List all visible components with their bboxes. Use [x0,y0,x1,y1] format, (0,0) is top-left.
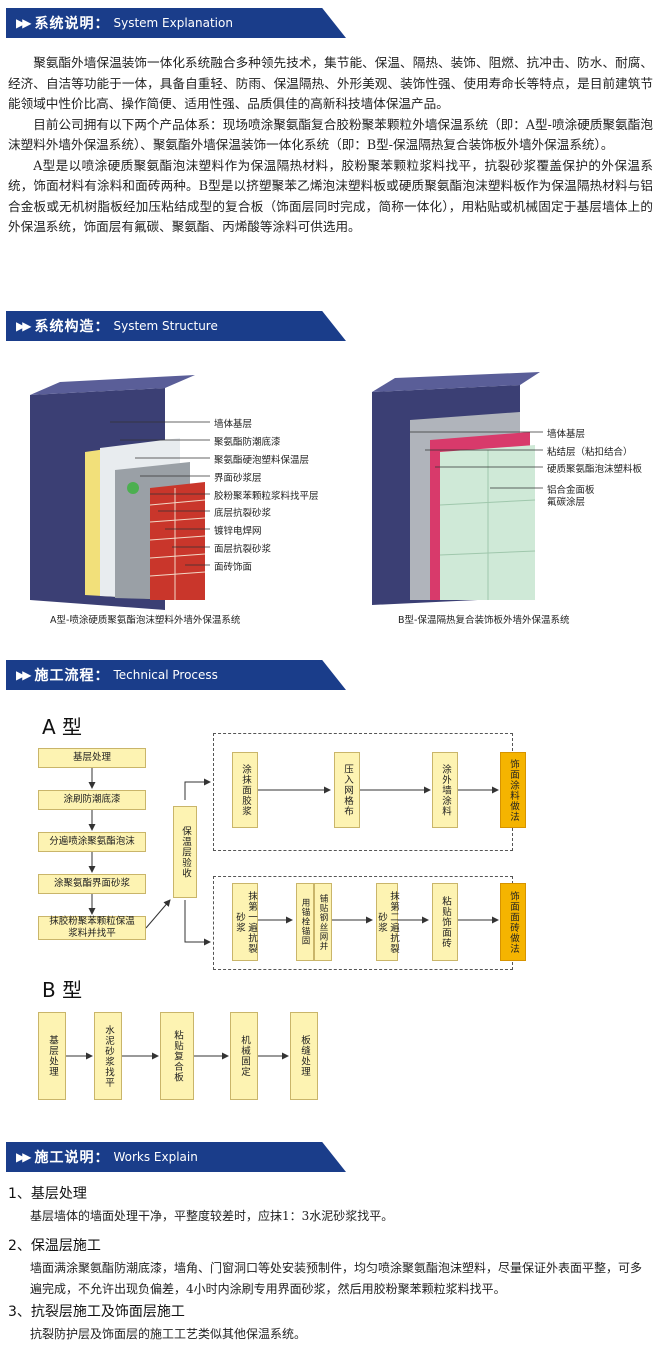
flow-step-a: 涂聚氨酯界面砂浆 [38,874,146,894]
flow-step-b: 机械固定 [230,1012,258,1100]
structure-a-label: 镀锌电焊网 [214,526,262,537]
double-arrow-icon: ▶▶ [16,668,32,682]
structure-a-label: 聚氨酯防潮底漆 [214,437,281,448]
section-banner-explanation: ▶▶ 系统说明： System Explanation [6,8,346,38]
intro-paragraph-1: 聚氨酯外墙保温装饰一体化系统融合多种领先技术，集节能、保温、隔热、装饰、阻燃、抗… [8,55,653,111]
flow-branch2-step: 铺贴钢丝网并 [314,883,332,961]
flow-step-b: 基层处理 [38,1012,66,1100]
works-heading-3: 3、抗裂层施工及饰面层施工 [8,1304,185,1320]
intro-text: 聚氨酯外墙保温装饰一体化系统融合多种领先技术，集节能、保温、隔热、装饰、阻燃、抗… [8,53,653,238]
works-paragraph-1: 基层墙体的墙面处理干净，平整度较差时，应抹1：3水泥砂浆找平。 [30,1209,394,1223]
flow-branch1-end: 饰面涂料做法 [500,752,526,828]
structure-a-label: 聚氨酯硬泡塑料保温层 [214,455,310,466]
banner-title: 施工说明： [34,1150,110,1166]
works-paragraph-3: 抗裂防护层及饰面层的施工工艺类似其他保温系统。 [30,1327,307,1341]
structure-b-label: 铝合金面板 [547,485,595,496]
structure-b-label: 硬质聚氨酯泡沫塑料板 [547,464,643,475]
flow-branch2-step: 粘贴饰面砖 [432,883,458,961]
banner-subtitle: Technical Process [113,668,218,682]
banner-subtitle: Works Explain [113,1150,198,1164]
flow-step-b: 水泥砂浆找平 [94,1012,122,1100]
flow-step-b: 粘贴复合板 [160,1012,194,1100]
structure-a-label: 面砖饰面 [214,562,253,573]
flow-branch2-end: 饰面面砖做法 [500,883,526,961]
branch-1-frame [213,733,513,851]
structure-a-label: 面层抗裂砂浆 [214,544,272,555]
structure-a-label: 界面砂浆层 [214,473,262,484]
flow-step-a: 涂刷防潮底漆 [38,790,146,810]
flow-check-box: 保温层验收 [173,806,197,898]
flow-branch1-step: 涂外墙涂料 [432,752,458,828]
flow-step-b: 板缝处理 [290,1012,318,1100]
double-arrow-icon: ▶▶ [16,1150,32,1164]
structure-a-label: 底层抗裂砂浆 [214,508,272,519]
structure-a-label: 胶粉聚苯颗粒浆料找平层 [214,491,319,502]
structure-b-label: 氟碳涂层 [547,497,586,508]
flow-branch2-step: 抹第一遍抗裂砂浆 [232,883,258,961]
double-arrow-icon: ▶▶ [16,16,32,30]
section-banner-structure: ▶▶ 系统构造： System Structure [6,311,346,341]
flow-step-a: 基层处理 [38,748,146,768]
flow-step-a: 抹胶粉聚苯颗粒保温浆料并找平 [38,916,146,940]
works-heading-2: 2、保温层施工 [8,1238,101,1254]
structure-b-caption: B型-保温隔热复合装饰板外墙外保温系统 [398,615,570,626]
intro-paragraph-2: 目前公司拥有以下两个产品体系：现场喷涂聚氨酯复合胶粉聚苯颗粒外墙保温系统（即：A… [8,116,653,153]
intro-paragraph-3: A型是以喷涂硬质聚氨酯泡沫塑料作为保温隔热材料，胶粉聚苯颗粒浆料找平，抗裂砂浆覆… [8,157,653,235]
structure-a-label: 墙体基层 [214,419,253,430]
banner-title: 施工流程： [34,668,110,684]
branch-2-frame [213,876,513,970]
banner-subtitle: System Explanation [113,16,233,30]
double-arrow-icon: ▶▶ [16,319,32,333]
section-banner-process: ▶▶ 施工流程： Technical Process [6,660,346,690]
structure-a-caption: A型-喷涂硬质聚氨酯泡沫塑料外墙外保温系统 [50,615,241,626]
banner-title: 系统构造： [34,319,110,335]
banner-subtitle: System Structure [113,319,218,333]
type-b-heading: B 型 [42,978,83,1002]
type-a-heading: A 型 [42,715,83,739]
flow-branch2-step: 抹第二遍抗裂砂浆 [376,883,399,961]
structure-b-label: 粘结层（粘扣结合） [547,447,633,458]
flow-branch2-step: 用锚栓锚固 [296,883,314,961]
works-paragraph-2: 墙面满涂聚氨酯防潮底漆，墙角、门窗洞口等处安装预制件，均匀喷涂聚氨酯泡沫塑料，尽… [30,1261,643,1296]
structure-b-label: 墙体基层 [547,429,586,440]
section-banner-works: ▶▶ 施工说明： Works Explain [6,1142,346,1172]
banner-title: 系统说明： [34,16,110,32]
flow-branch1-step: 压入网格布 [334,752,360,828]
works-heading-1: 1、基层处理 [8,1186,87,1202]
flow-branch1-step: 涂抹面胶浆 [232,752,258,828]
flow-step-a: 分遍喷涂聚氨酯泡沫 [38,832,146,852]
